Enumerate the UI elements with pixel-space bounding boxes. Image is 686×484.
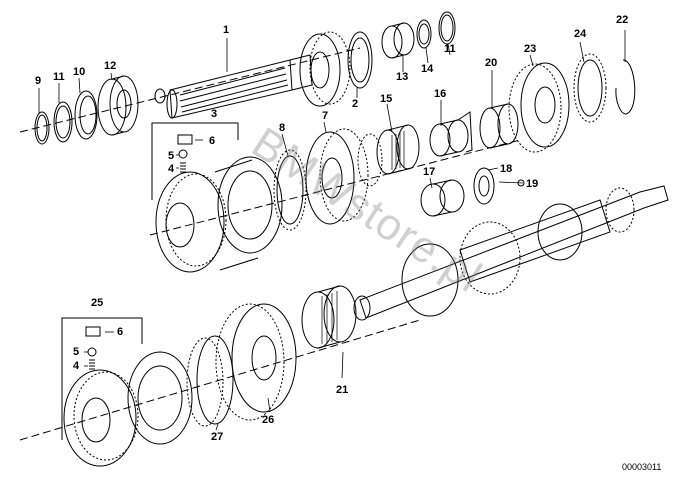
callout-20: 20 <box>485 57 498 69</box>
part-16-bushing <box>429 111 473 157</box>
part-2-synchro-ring <box>347 31 373 89</box>
callout-6-lower: 6 <box>117 326 124 338</box>
callout-18: 18 <box>500 163 513 175</box>
part-12-bearing <box>97 75 166 136</box>
axis-line-middle <box>149 139 521 236</box>
callout-8: 8 <box>279 122 286 134</box>
part-26-gear <box>215 303 297 421</box>
axis-line-lower <box>19 319 421 441</box>
part-22-circlip <box>615 59 636 115</box>
callout-24: 24 <box>574 28 587 40</box>
part-25-sliding-sleeve <box>63 351 193 467</box>
callout-14: 14 <box>421 63 434 75</box>
part-10-ring <box>74 90 98 140</box>
part-3-sliding-sleeve <box>155 156 283 273</box>
callout-1: 1 <box>223 24 230 36</box>
callout-15: 15 <box>380 93 393 105</box>
callout-3: 3 <box>211 108 218 120</box>
part-14-ring <box>416 19 432 49</box>
callout-21: 21 <box>336 384 349 396</box>
callout-16: 16 <box>434 88 447 100</box>
callout-27: 27 <box>211 431 224 443</box>
part-7-gear <box>305 128 383 225</box>
callout-11-left: 11 <box>53 71 65 83</box>
part-15-needle-bearing <box>376 124 420 175</box>
leader-lines <box>38 30 626 431</box>
part-21-needle-bearing <box>301 285 357 349</box>
callout-17: 17 <box>423 166 436 178</box>
callout-11-right: 11 <box>444 43 456 55</box>
callout-23: 23 <box>524 43 537 55</box>
part-27-synchro-ring <box>186 335 234 427</box>
callout-7: 7 <box>322 110 329 122</box>
callout-25: 25 <box>91 297 104 309</box>
part-18-thrust-washer <box>473 167 495 205</box>
part-1-input-shaft <box>166 31 351 119</box>
part-11-circlip <box>438 11 456 45</box>
callout-2: 2 <box>352 98 359 110</box>
callout-12: 12 <box>104 60 117 72</box>
part-24-synchro-ring <box>573 53 607 123</box>
axis-line-upper <box>19 47 361 133</box>
part-3-bracket <box>151 122 239 200</box>
callout-13: 13 <box>396 71 409 83</box>
callout-6: 6 <box>209 135 216 147</box>
callout-26: 26 <box>262 414 275 426</box>
part-13-needle-bearing <box>381 22 415 59</box>
part-17-bushing <box>420 179 465 217</box>
callout-5: 5 <box>168 150 175 162</box>
callout-4-lower: 4 <box>73 360 80 372</box>
callout-9: 9 <box>35 75 42 87</box>
part-8-synchro-ring <box>273 149 307 231</box>
part-25-bracket <box>61 317 143 440</box>
document-id: 00003011 <box>622 462 662 472</box>
part-11-ring <box>53 101 73 143</box>
main-shaft <box>353 185 669 321</box>
callout-4: 4 <box>168 163 175 175</box>
callout-5-lower: 5 <box>73 346 80 358</box>
callout-10: 10 <box>73 66 86 78</box>
part-23-gear <box>508 62 570 153</box>
callout-19: 19 <box>526 178 539 190</box>
callout-22: 22 <box>616 14 629 26</box>
part-9-circlip <box>34 111 50 145</box>
part-20-needle-bearing <box>479 103 519 149</box>
